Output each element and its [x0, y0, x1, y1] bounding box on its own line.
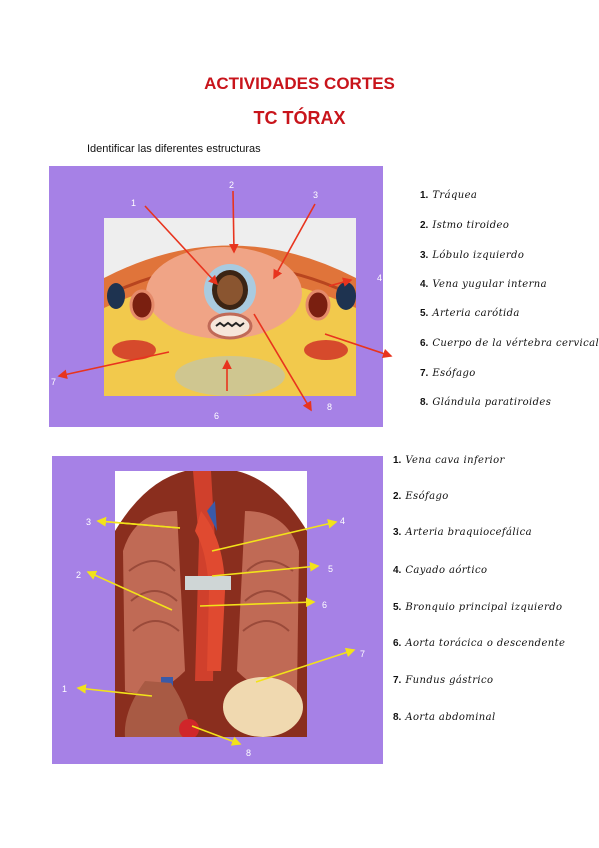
label-6: 6	[322, 600, 327, 610]
arrow-3	[273, 203, 316, 280]
label-8: 8	[246, 748, 251, 758]
arrow-4	[328, 277, 353, 287]
list-item: 1.Vena cava inferior	[393, 455, 505, 466]
list-item: 6.Cuerpo de la vértebra cervical	[420, 338, 599, 349]
list-item: 8.Aorta abdominal	[393, 712, 496, 723]
arrow-7	[57, 351, 170, 379]
arrow-1b	[76, 684, 153, 697]
arrow-5	[324, 333, 393, 359]
label-1: 1	[131, 198, 136, 208]
list-item: 5.Arteria carótida	[420, 308, 520, 319]
list-item: 3.Arteria braquiocefálica	[393, 527, 532, 538]
arrow-6	[199, 597, 316, 608]
arrow-8	[253, 313, 312, 412]
list-item: 7.Fundus gástrico	[393, 675, 494, 686]
label-4: 4	[377, 273, 382, 283]
thorax-figure-panel: 1 2 3 4 5 6 7 8	[52, 456, 383, 764]
list-item: 4.Vena yugular interna	[420, 279, 547, 290]
label-5: 5	[328, 564, 333, 574]
list-item: 1.Tráquea	[420, 190, 478, 201]
label-6: 6	[214, 411, 219, 421]
arrow-2	[86, 570, 173, 611]
ct-section-image	[104, 218, 356, 396]
label-2: 2	[76, 570, 81, 580]
list-item: 2.Esófago	[393, 491, 449, 502]
label-3: 3	[313, 190, 318, 200]
page-subtitle: TC TÓRAX	[253, 108, 346, 128]
list-item: 7.Esófago	[420, 368, 476, 379]
label-2: 2	[229, 180, 234, 190]
label-5: 5	[399, 348, 404, 358]
label-1: 1	[62, 684, 67, 694]
arrow-1	[144, 205, 219, 286]
arrow-3	[96, 516, 181, 529]
list-item: 6.Aorta torácica o descendente	[393, 638, 566, 649]
label-7: 7	[51, 377, 56, 387]
thorax-annotations: 1 2 3 4 5 6 7 8	[62, 516, 365, 758]
list-item: 3.Lóbulo izquierdo	[420, 250, 525, 261]
list-item: 2.Istmo tiroideo	[420, 220, 510, 231]
label-7: 7	[360, 649, 365, 659]
list-item: 4.Cayado aórtico	[393, 565, 488, 576]
arrow-7	[255, 647, 356, 683]
list-item: 5.Bronquio principal izquierdo	[393, 602, 563, 613]
ct-figure-panel: 1 2 3 4 5 6 7 8	[49, 166, 404, 427]
page-title: ACTIVIDADES CORTES	[204, 74, 395, 93]
label-3: 3	[86, 517, 91, 527]
arrow-5	[211, 561, 320, 577]
list-item: 8.Glándula paratiroides	[420, 397, 552, 408]
arrow-8	[191, 725, 242, 746]
thorax-anatomy-image	[115, 471, 307, 737]
ct-annotations: 1 2 3 4 5 6 7 8	[51, 180, 404, 421]
instruction-text: Identificar las diferentes estructuras	[87, 143, 261, 155]
arrow-4	[211, 519, 338, 552]
label-8: 8	[327, 402, 332, 412]
arrow-2	[229, 190, 239, 254]
label-4: 4	[340, 516, 345, 526]
